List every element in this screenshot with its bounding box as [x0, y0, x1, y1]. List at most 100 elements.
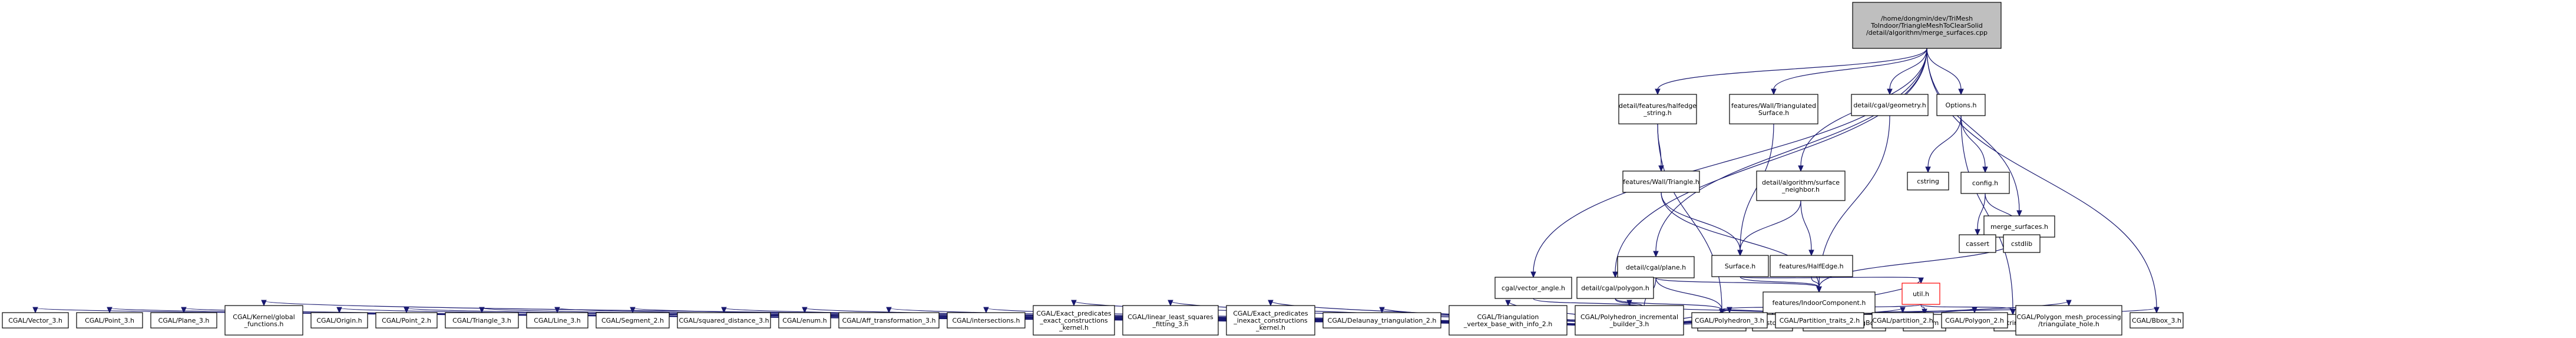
node-b-sqdist3[interactable]: CGAL/squared_distance_3.h: [677, 312, 771, 329]
node-label: merge_surfaces.h: [1990, 223, 2048, 231]
node-label: features/Wall/Triangulated: [1731, 102, 1816, 110]
node-label: CGAL/Exact_predicates: [1036, 310, 1112, 317]
node-b-partition-traits[interactable]: CGAL/Partition_traits_2.h: [1775, 312, 1864, 329]
edge-options-to-config: [1960, 115, 1988, 173]
node-label: CGAL/Triangle_3.h: [452, 317, 511, 324]
node-b-epic[interactable]: CGAL/Exact_predicates_inexact_constructi…: [1226, 305, 1315, 336]
node-label: CGAL/partition_2.h: [1872, 317, 1933, 324]
edge-root-to-geometry: [1887, 48, 1927, 96]
node-b-triangle3[interactable]: CGAL/Triangle_3.h: [445, 312, 519, 329]
edge-halfedge_h-to-indoor_component: [1811, 276, 1822, 293]
node-b-segment2[interactable]: CGAL/Segment_2.h: [596, 312, 670, 329]
node-halfedge-h[interactable]: features/HalfEdge.h: [1770, 255, 1853, 277]
node-label: CGAL/Triangulation: [1477, 313, 1539, 321]
node-wall-triangle[interactable]: features/Wall/Triangle.h: [1622, 170, 1700, 193]
node-label: CGAL/Line_3.h: [534, 317, 580, 324]
node-label: CGAL/Origin.h: [316, 317, 362, 324]
node-label: Surface.h: [1725, 262, 1755, 270]
node-b-vector3[interactable]: CGAL/Vector_3.h: [2, 312, 69, 329]
node-label: cstring: [1917, 178, 1939, 185]
node-label: features/HalfEdge.h: [1779, 262, 1843, 270]
node-surface-neighbor[interactable]: detail/algorithm/surface_neighbor.h: [1756, 170, 1846, 201]
edge-halfedge_string-to-vector: [1657, 123, 1725, 316]
edge-root-to-vector_angle: [1530, 48, 1927, 278]
node-b-point3[interactable]: CGAL/Point_3.h: [76, 312, 143, 329]
node-label: CGAL/squared_distance_3.h: [679, 317, 769, 324]
node-util[interactable]: util.h: [1902, 283, 1940, 305]
node-label: detail/algorithm/surface: [1762, 179, 1840, 186]
node-b-polygon2[interactable]: CGAL/Polygon_2.h: [1941, 312, 2008, 329]
node-label: CGAL/Delaunay_triangulation_2.h: [1328, 317, 1437, 324]
node-b-epec[interactable]: CGAL/Exact_predicates_exact_construction…: [1033, 305, 1115, 336]
node-label: cassert: [1966, 240, 1990, 248]
node-b-lsq[interactable]: CGAL/linear_least_squares_fitting_3.h: [1122, 305, 1219, 336]
node-b-plane3[interactable]: CGAL/Plane_3.h: [150, 312, 217, 329]
node-b-partition2[interactable]: CGAL/partition_2.h: [1871, 312, 1934, 329]
node-root[interactable]: /home/dongmin/dev/TriMeshToIndoor/Triang…: [1852, 2, 2002, 49]
edge-root-to-halfedge_string: [1655, 48, 1927, 96]
node-plane[interactable]: detail/cgal/plane.h: [1617, 256, 1695, 278]
edge-surface_neighbor-to-halfedge_h: [1800, 200, 1814, 257]
node-indoor-component[interactable]: features/IndoorComponent.h: [1762, 291, 1876, 314]
node-halfedge-string[interactable]: detail/features/halfedge_string.h: [1618, 94, 1697, 124]
node-label: detail/cgal/geometry.h: [1853, 101, 1926, 109]
edge-surface_neighbor-to-surface_h: [1737, 200, 1801, 257]
node-b-line3[interactable]: CGAL/Line_3.h: [526, 312, 588, 329]
edge-config-to-cassert: [1975, 193, 1986, 236]
node-label: detail/features/halfedge: [1619, 102, 1697, 110]
node-label: _builder_3.h: [1609, 320, 1649, 328]
node-label: CGAL/Point_3.h: [85, 317, 134, 324]
node-label: CGAL/enum.h: [782, 317, 826, 324]
node-b-pmp-hole[interactable]: CGAL/Polygon_mesh_processing/triangulate…: [2015, 305, 2122, 336]
node-b-kernel-global[interactable]: CGAL/Kernel/global_functions.h: [224, 305, 303, 336]
node-b-polyhedron3[interactable]: CGAL/Polyhedron_3.h: [1691, 312, 1768, 329]
node-config[interactable]: config.h: [1960, 172, 2010, 194]
node-label: _exact_constructions: [1039, 317, 1108, 324]
edge-plane-to-indoor_component: [1655, 277, 1822, 293]
node-label: cgal/vector_angle.h: [1502, 284, 1565, 292]
edge-root-to-plane: [1653, 48, 1927, 258]
node-b-aff[interactable]: CGAL/Aff_transformation_3.h: [838, 312, 940, 329]
node-label: _inexact_constructions: [1233, 317, 1308, 324]
node-b-intersections[interactable]: CGAL/intersections.h: [947, 312, 1026, 329]
node-b-origin[interactable]: CGAL/Origin.h: [310, 312, 368, 329]
node-b-tvbwi[interactable]: CGAL/Triangulation_vertex_base_with_info…: [1449, 305, 1568, 336]
node-label: Options.h: [1946, 101, 1977, 109]
node-label: CGAL/Exact_predicates: [1233, 310, 1308, 317]
edge-surface_h-to-util: [1740, 276, 1924, 284]
node-vector-angle[interactable]: cgal/vector_angle.h: [1494, 277, 1572, 299]
node-surface-h[interactable]: Surface.h: [1711, 255, 1769, 277]
node-label: _fitting_3.h: [1152, 320, 1188, 328]
node-label: CGAL/Aff_transformation_3.h: [842, 317, 936, 324]
node-label: CGAL/Partition_traits_2.h: [1780, 317, 1860, 324]
node-b-phib[interactable]: CGAL/Polyhedron_incremental_builder_3.h: [1575, 305, 1684, 336]
node-label: CGAL/Segment_2.h: [601, 317, 664, 324]
node-label: detail/cgal/polygon.h: [1581, 284, 1649, 292]
node-b-bbox3[interactable]: CGAL/Bbox_3.h: [2129, 312, 2184, 329]
edge-root-to-options: [1926, 48, 1964, 96]
node-cassert[interactable]: cassert: [1959, 234, 1996, 253]
node-cgal-polygon[interactable]: detail/cgal/polygon.h: [1576, 277, 1654, 299]
node-label: CGAL/Polyhedron_3.h: [1695, 317, 1764, 324]
node-label: /home/dongmin/dev/TriMesh: [1881, 15, 1973, 22]
node-cstring[interactable]: cstring: [1907, 172, 1949, 191]
node-label: detail/cgal/plane.h: [1626, 264, 1686, 271]
node-merge-surfaces-h[interactable]: merge_surfaces.h: [1983, 215, 2055, 238]
node-label: /detail/algorithm/merge_surfaces.cpp: [1866, 29, 1988, 37]
node-label: _vertex_base_with_info_2.h: [1463, 320, 1552, 328]
node-b-delaunay[interactable]: CGAL/Delaunay_triangulation_2.h: [1322, 312, 1441, 329]
node-label: ToIndoor/TriangleMeshToClearSolid: [1870, 22, 1983, 29]
node-label: CGAL/Kernel/global: [233, 313, 295, 321]
node-label: Surface.h: [1758, 109, 1789, 117]
node-label: CGAL/intersections.h: [952, 317, 1020, 324]
graph-nodes: /home/dongmin/dev/TriMeshToIndoor/Triang…: [2, 2, 2184, 336]
node-label: features/Wall/Triangle.h: [1623, 178, 1699, 186]
node-b-enum[interactable]: CGAL/enum.h: [778, 312, 831, 329]
node-options[interactable]: Options.h: [1936, 94, 1986, 116]
edge-root-to-cgal_polygon: [1612, 48, 1927, 278]
node-geometry[interactable]: detail/cgal/geometry.h: [1851, 94, 1929, 116]
node-cstdlib[interactable]: cstdlib: [2003, 234, 2041, 253]
node-b-point2[interactable]: CGAL/Point_2.h: [375, 312, 438, 329]
